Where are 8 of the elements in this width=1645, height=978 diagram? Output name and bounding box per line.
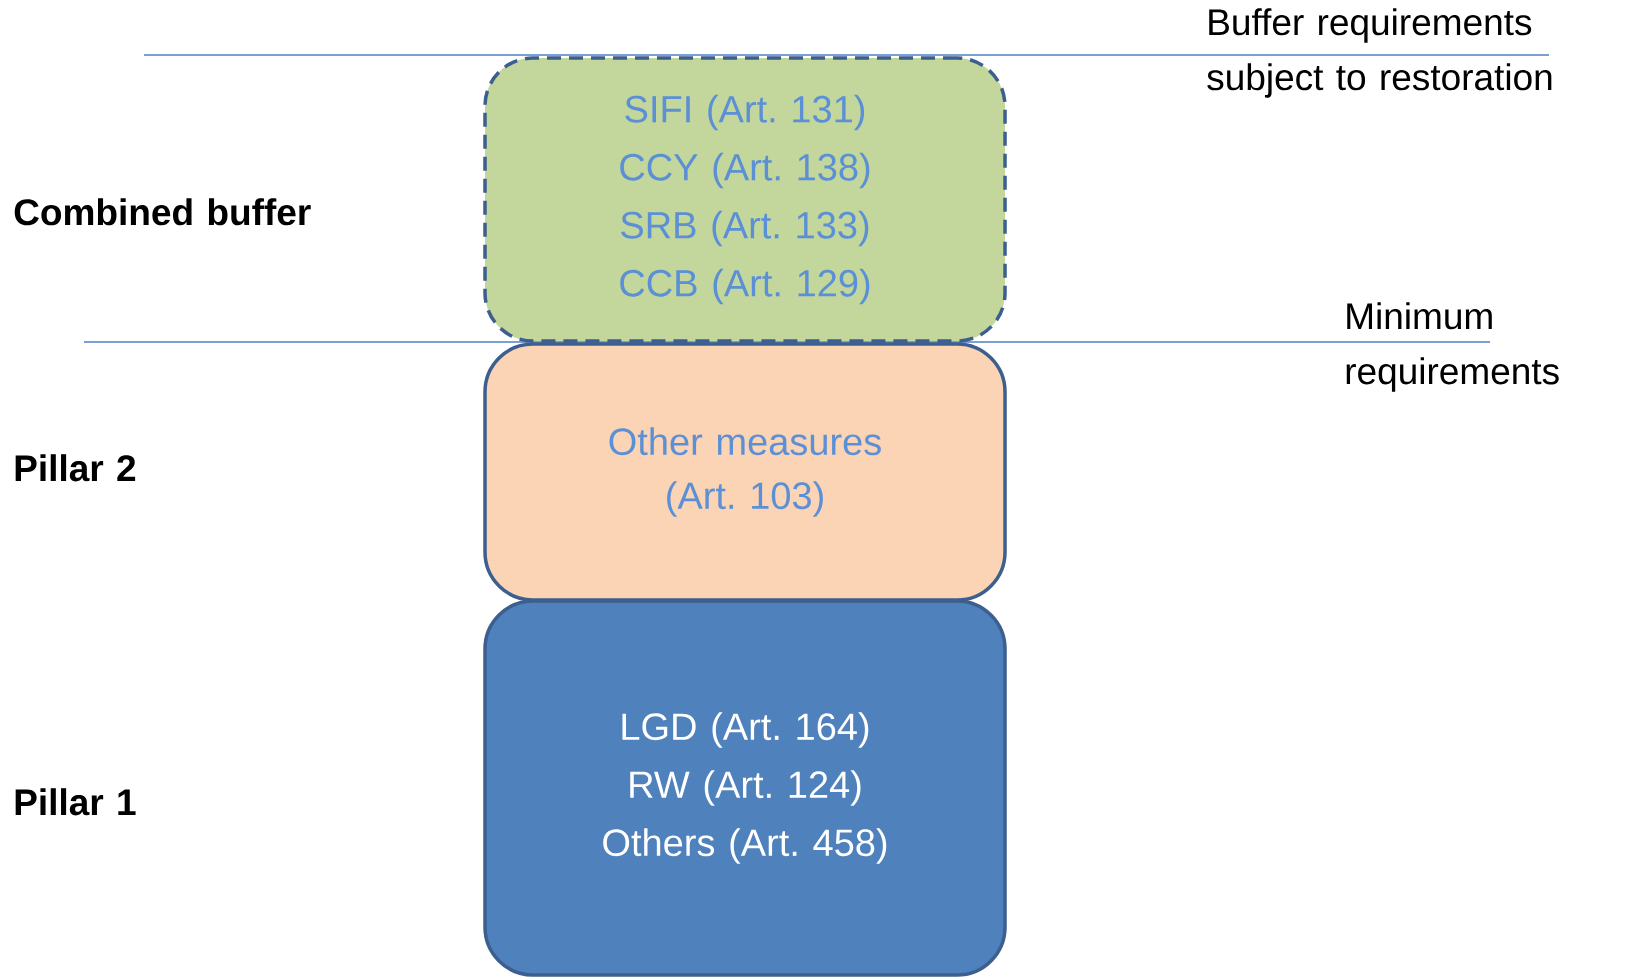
- side-note: Minimum requirements: [1346, 302, 1559, 392]
- row-label: Pillar 2: [15, 454, 136, 482]
- dashed-box: SIFI (Art. 131) CCY (Art. 138) SRB (Art. 133) CCB (Art. 129): [483, 56, 1007, 343]
- rounded-box: LGD (Art. 164) RW (Art. 124) Others (Art. 458): [483, 599, 1007, 977]
- row-label: Combined buffer: [14, 198, 311, 226]
- side-note: Buffer requirements subject to restoration: [1207, 8, 1552, 98]
- rounded-box: Other measures (Art. 103): [483, 342, 1007, 602]
- row-label: Pillar 1: [15, 788, 136, 816]
